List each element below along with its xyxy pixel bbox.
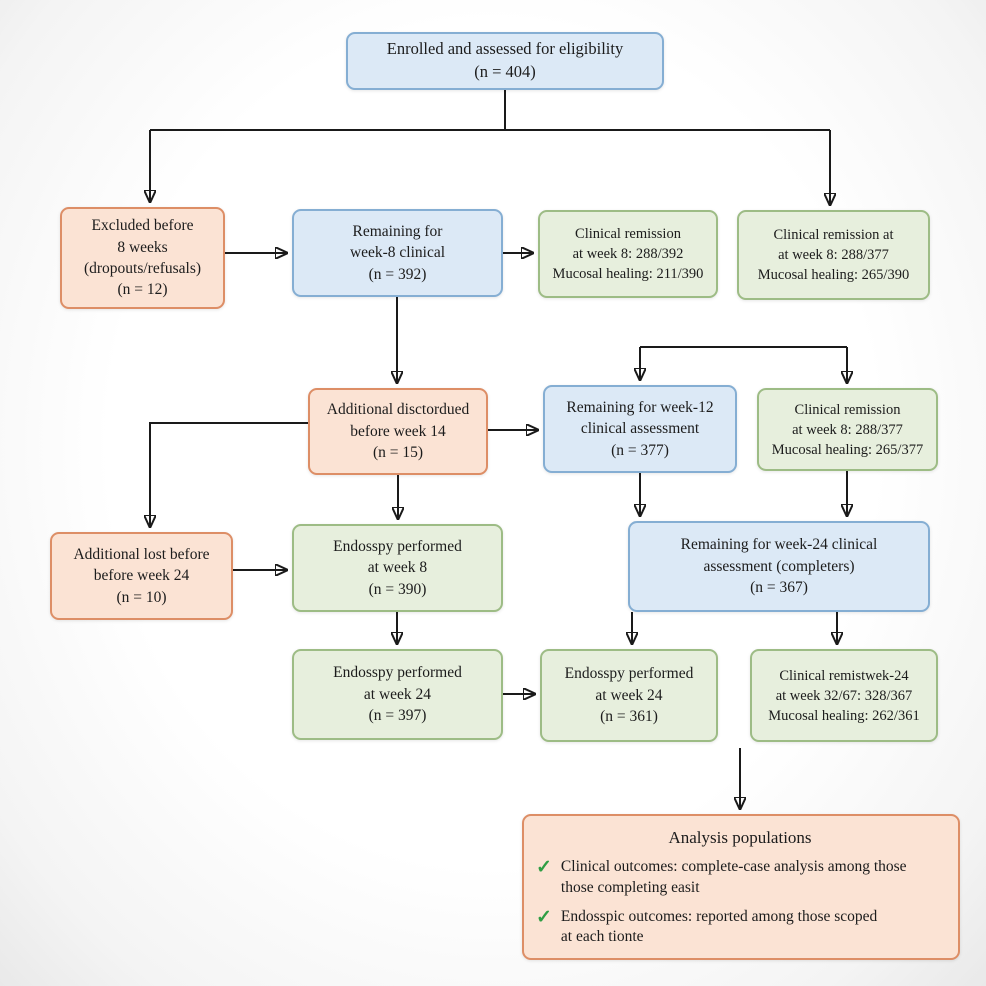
box-analysis: Analysis populations ✓ Clinical outcomes… — [522, 814, 960, 960]
box-remission-week8-b: Clinical remission at at week 8: 288/377… — [737, 210, 930, 300]
box-remission-week8-a: Clinical remission at week 8: 288/392 Mu… — [538, 210, 718, 298]
box-remaining-week12: Remaining for week-12 clinical assessmen… — [543, 385, 737, 473]
box-discontinued-week14: Additional disctordued before week 14 (n… — [308, 388, 488, 475]
box-remission-week12: Clinical remission at week 8: 288/377 Mu… — [757, 388, 938, 471]
analysis-item-clinical: ✓ Clinical outcomes: complete-case analy… — [536, 857, 944, 897]
box-endoscopy-week24-a: Endosspy performed at week 24 (n = 397) — [292, 649, 503, 740]
box-remaining-week24: Remaining for week-24 clinical assessmen… — [628, 521, 930, 612]
analysis-item-text: Clinical outcomes: complete-case analysi… — [560, 858, 907, 896]
check-icon: ✓ — [536, 906, 552, 928]
box-endoscopy-week8: Endosspy performed at week 8 (n = 390) — [292, 524, 503, 612]
connector-top-trunk — [150, 90, 830, 131]
box-remission-week24: Clinical remistwek-24 at week 32/67: 328… — [750, 649, 938, 742]
box-remaining-week8: Remaining for week-8 clinical (n = 392) — [292, 209, 503, 297]
box-enrolled: Enrolled and assessed for eligibility (n… — [346, 32, 664, 90]
analysis-item-endoscopic: ✓ Endosspic outcomes: reported among tho… — [536, 907, 944, 947]
check-icon: ✓ — [536, 857, 552, 879]
analysis-item-text: Endosspic outcomes: reported among those… — [560, 907, 878, 945]
connector-discontinued-to-lost — [150, 422, 308, 527]
box-endoscopy-week24-b: Endosspy performed at week 24 (n = 361) — [540, 649, 718, 742]
box-excluded-week8: Excluded before 8 weeks (dropouts/refusa… — [60, 207, 225, 309]
analysis-title: Analysis populations — [668, 828, 812, 847]
box-lost-week24: Additional lost before before week 24 (n… — [50, 532, 233, 620]
